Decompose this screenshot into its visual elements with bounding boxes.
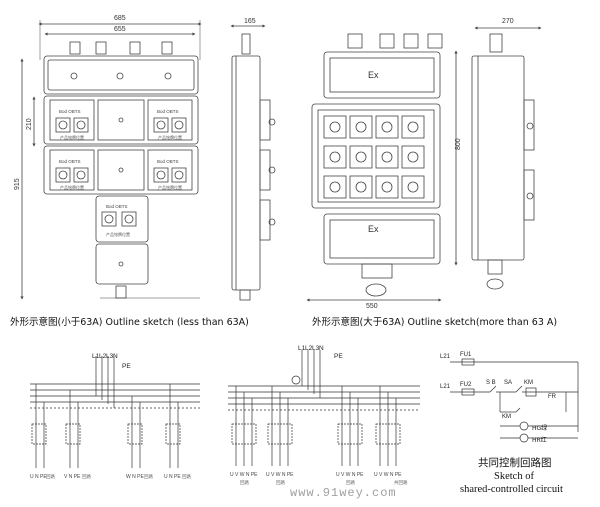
ctrl-fr: FR <box>548 394 557 400</box>
dim-height-total: 915 <box>14 178 21 190</box>
mid-supply-n: N <box>319 345 324 352</box>
left-supply-n: N <box>113 353 118 360</box>
dim-width-inner: 655 <box>114 26 126 33</box>
large-enclosure-side-view <box>471 26 542 290</box>
left-output-1: U N PE <box>30 474 47 480</box>
mid-supply-l3: L3 <box>312 345 320 352</box>
mid-tag-3: 回路 <box>346 479 355 486</box>
control-circuit-title-cn: 共同控制回路图 <box>478 457 552 469</box>
left-tag-2: 回路 <box>82 473 91 480</box>
left-tag-3: 回路 <box>144 473 153 480</box>
left-tag-4: 回路 <box>182 473 191 480</box>
watermark-text: www.91wey.com <box>290 486 397 500</box>
dim-side-depth-small: 165 <box>244 18 256 25</box>
panel-label-4: 产品铭牌位置 <box>158 184 182 190</box>
ctrl-l21-bottom: L21 <box>440 384 451 390</box>
ctrl-fu1: FU1 <box>460 352 472 358</box>
control-circuit-diagram <box>450 358 579 443</box>
mid-output-1: U V W N PE <box>230 472 258 478</box>
mid-supply-l1: L1 <box>298 345 306 352</box>
panel-label-5: 产品铭牌位置 <box>106 231 130 237</box>
left-tag-1: 回路 <box>46 473 55 480</box>
mid-tag-1: 回路 <box>240 479 249 486</box>
schematic-left-diagram <box>30 356 200 468</box>
panel-nameplate-1: Bod OBTS <box>59 109 81 114</box>
mid-pe-label: PE <box>334 353 343 360</box>
mid-tag-4: 共回路 <box>394 479 408 486</box>
mid-output-4: U V W N PE <box>374 472 402 478</box>
dim-large-width: 550 <box>366 303 378 310</box>
control-circuit-title-en-2: shared-controlled circuit <box>460 484 563 495</box>
left-output-4: U N PE <box>164 474 181 480</box>
ctrl-l21-top: L21 <box>440 354 451 360</box>
dim-large-height: 800 <box>455 138 462 150</box>
ex-mark-bottom: Ex <box>368 224 379 234</box>
panel-label-1: 产品铭牌位置 <box>60 134 84 140</box>
panel-label-3: 产品铭牌位置 <box>60 184 84 190</box>
ctrl-hr: HR红 <box>532 436 547 444</box>
panel-nameplate-5: Bod OBTS <box>106 204 128 209</box>
left-supply-l2: L2 <box>99 353 107 360</box>
small-outline-caption: 外形示意图(小于63A) Outline sketch (less than 6… <box>10 317 249 328</box>
mid-output-3: U V W N PE <box>336 472 364 478</box>
mid-tag-2: 回路 <box>276 479 285 486</box>
control-circuit-title-en-1: Sketch of <box>494 471 534 482</box>
left-supply-l1: L1 <box>92 353 100 360</box>
panel-nameplate-3: Bod OBTS <box>59 159 81 164</box>
large-outline-caption: 外形示意图(大于63A) Outline sketch(more than 63… <box>312 317 558 328</box>
left-pe-label: PE <box>122 363 131 370</box>
left-supply-l3: L3 <box>106 353 114 360</box>
ctrl-fu2: FU2 <box>460 382 472 388</box>
small-enclosure-side-view <box>230 24 276 301</box>
large-enclosure-front-view <box>306 33 458 302</box>
dim-width-outer: 685 <box>114 15 126 22</box>
schematic-middle-diagram <box>228 350 420 466</box>
ctrl-km: KM <box>524 380 533 386</box>
ctrl-sa: SA <box>504 380 512 386</box>
left-output-2: V N PE <box>64 474 81 480</box>
left-output-3: W N PE <box>126 474 144 480</box>
ctrl-hg: HG绿 <box>532 424 547 432</box>
ex-mark-top: Ex <box>368 70 379 80</box>
ctrl-km-coil: KM <box>502 414 511 420</box>
panel-nameplate-4: Bod OBTS <box>157 159 179 164</box>
ctrl-sb: S B <box>486 380 496 386</box>
small-enclosure-front-view <box>20 20 202 300</box>
mid-output-2: U V W N PE <box>266 472 294 478</box>
dim-side-depth-large: 270 <box>502 18 514 25</box>
dim-height-module: 210 <box>26 118 33 130</box>
mid-supply-l2: L2 <box>305 345 313 352</box>
panel-label-2: 产品铭牌位置 <box>158 134 182 140</box>
panel-nameplate-2: Bod OBTS <box>157 109 179 114</box>
